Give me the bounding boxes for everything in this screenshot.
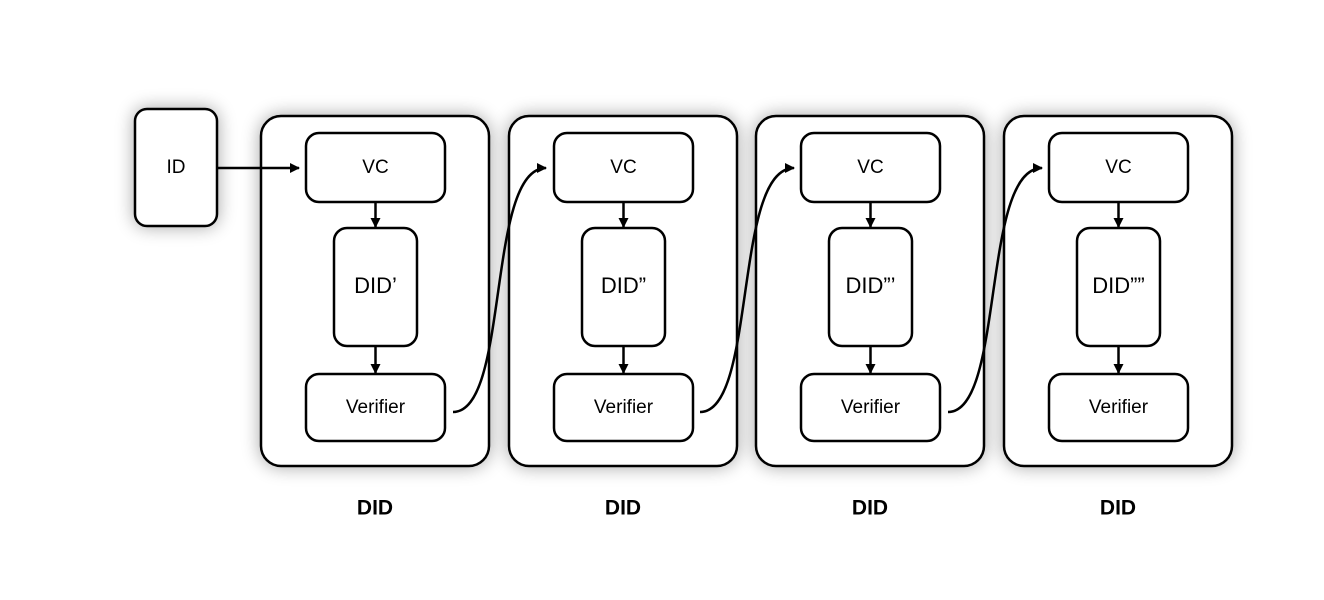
stage-group-2: VC DID” Verifier DID: [507, 114, 739, 520]
stage-caption: DID: [357, 497, 393, 520]
verifier-node: [552, 372, 695, 443]
vc-label: VC: [1105, 157, 1131, 178]
did-label: DID”’: [845, 273, 895, 298]
vc-label: VC: [610, 157, 636, 178]
did-label: DID’: [354, 273, 397, 298]
stage-caption: DID: [1100, 497, 1136, 520]
vc-label: VC: [857, 157, 883, 178]
source-id-label: ID: [167, 157, 186, 178]
did-label: DID””: [1092, 273, 1145, 298]
stage-group-4: VC DID”” Verifier DID: [1002, 114, 1234, 520]
source-id-node: ID: [133, 107, 219, 228]
verifier-node: [799, 372, 942, 443]
stage-caption: DID: [852, 497, 888, 520]
verifier-to-next-vc-arrow-2: [699, 163, 795, 414]
verifier-to-next-vc-arrow-3: [947, 163, 1043, 414]
stage-group-3: VC DID”’ Verifier DID: [754, 114, 986, 520]
verifier-label: Verifier: [594, 397, 654, 418]
verifier-to-next-vc-arrow-1: [452, 163, 547, 414]
stage-caption: DID: [605, 497, 641, 520]
verifier-label: Verifier: [1089, 397, 1149, 418]
verifier-node: [1047, 372, 1190, 443]
verifier-label: Verifier: [841, 397, 901, 418]
vc-label: VC: [362, 157, 388, 178]
verifier-node: [304, 372, 447, 443]
stage-group-1: VC DID’ Verifier DID: [259, 114, 491, 520]
did-label: DID”: [601, 273, 646, 298]
verifier-label: Verifier: [346, 397, 406, 418]
